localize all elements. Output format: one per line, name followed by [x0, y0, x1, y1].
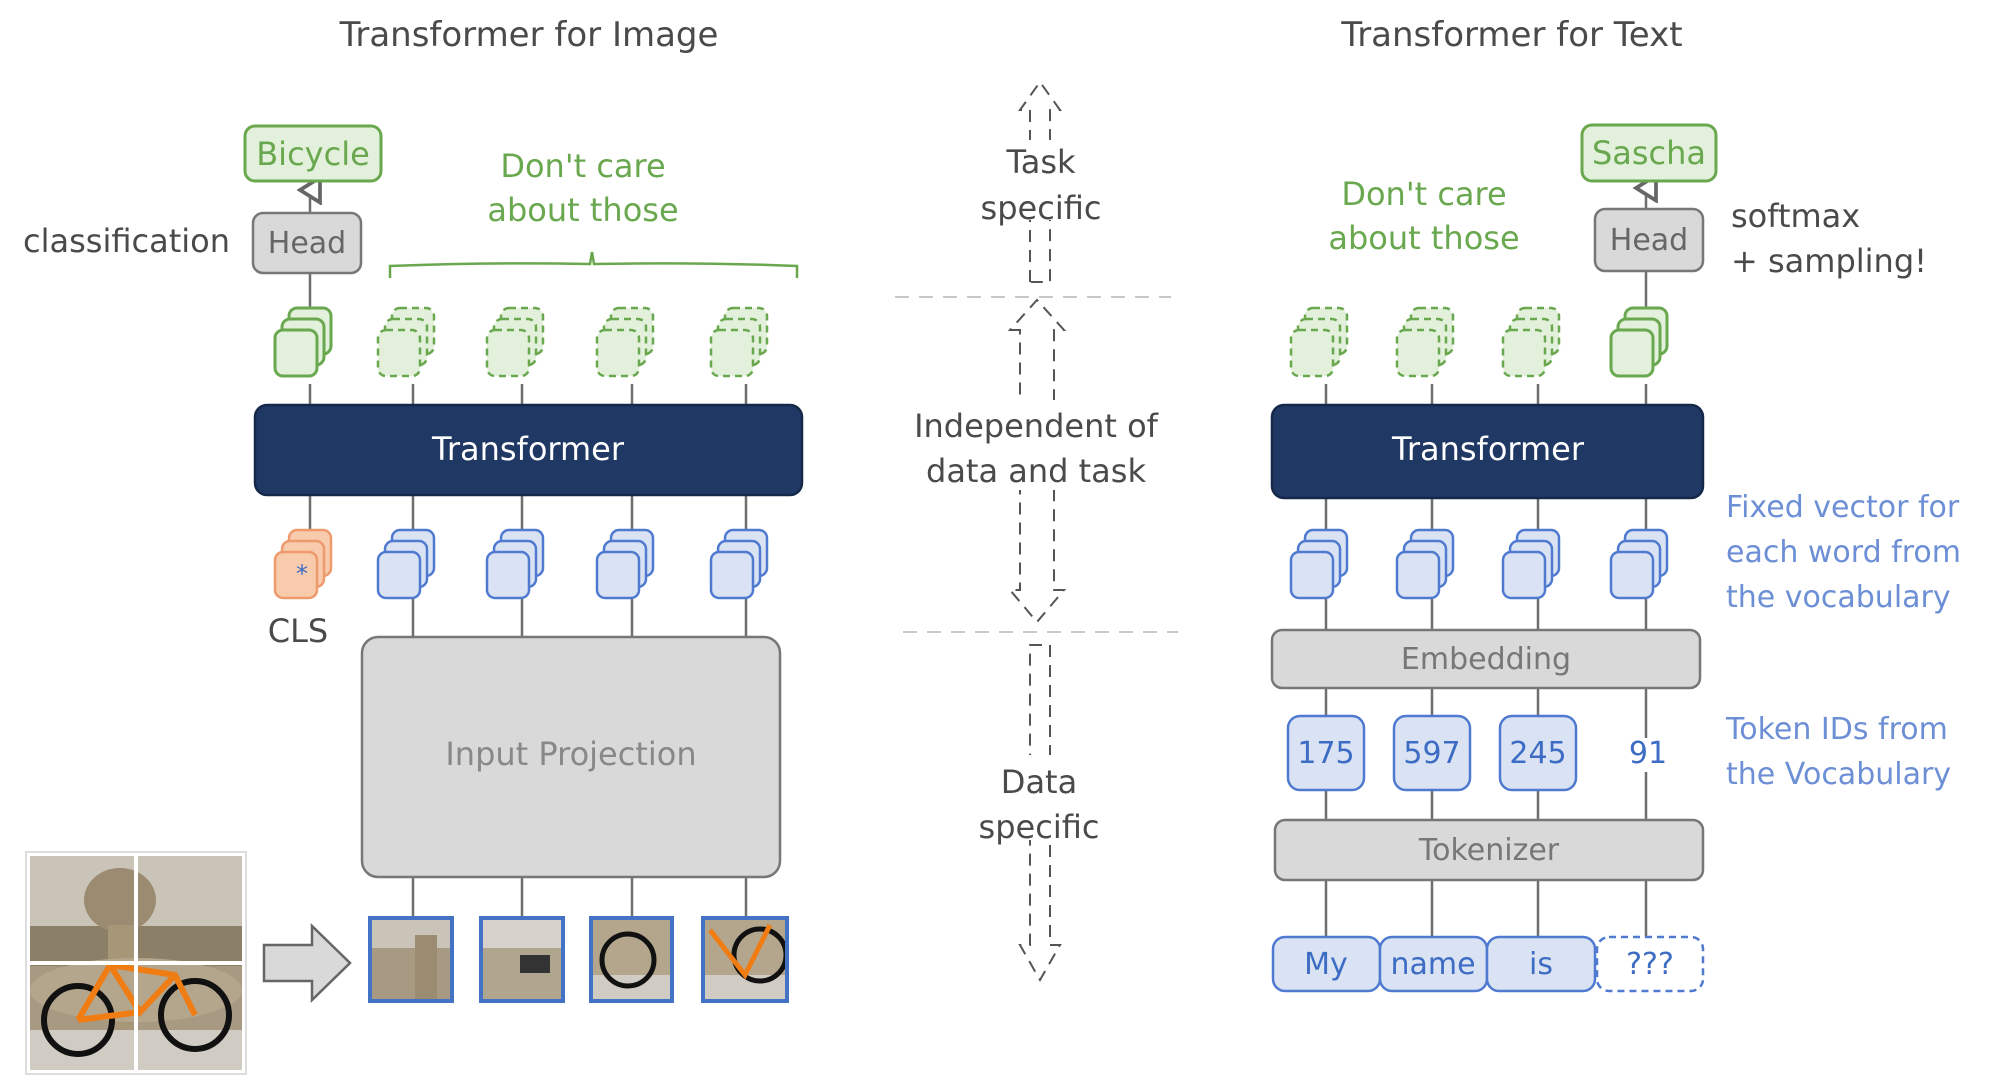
image-patch — [368, 916, 454, 1003]
next-token-output-feature-stack — [1609, 306, 1669, 378]
text-head-box: Head — [1593, 207, 1705, 273]
cls-output-feature-stack — [273, 306, 333, 378]
image-head-label: Head — [268, 226, 346, 261]
patch-output-feature-stack — [485, 306, 545, 378]
softmax-note-line2: + sampling! — [1731, 242, 1927, 280]
bicycle-output-label: Bicycle — [256, 135, 370, 173]
token-id-unboxed: 91 — [1629, 736, 1667, 771]
fixed-vector-note-line3: the vocabulary — [1726, 580, 1951, 615]
unknown-word-box: ??? — [1595, 935, 1705, 993]
image-transformer-label: Transformer — [431, 430, 625, 468]
text-output-features — [1289, 306, 1669, 378]
unknown-word-label: ??? — [1626, 947, 1674, 982]
independent-line1: Independent of — [914, 407, 1159, 445]
token-id-box: 245 — [1498, 714, 1578, 792]
token-id: 245 — [1509, 736, 1566, 771]
text-dont-care-line2: about those — [1328, 219, 1519, 257]
text-input-embeddings — [1289, 528, 1669, 600]
image-panel-title: Transformer for Image — [339, 15, 719, 55]
image-dont-care-line2: about those — [487, 191, 678, 229]
bicycle-output-box: Bicycle — [243, 124, 383, 183]
patch-embedding-stack — [376, 528, 436, 600]
text-transformer-label: Transformer — [1391, 430, 1585, 468]
image-patch — [701, 916, 789, 1003]
image-transformer-block: Transformer — [253, 403, 804, 497]
token-id-box: 175 — [1286, 714, 1366, 792]
token-output-feature-stack — [1289, 306, 1349, 378]
token-output-feature-stack — [1395, 306, 1455, 378]
patch-output-feature-stack — [376, 306, 436, 378]
word-embedding-stack — [1609, 528, 1669, 600]
image-head-box: Head — [251, 211, 363, 275]
text-transformer-block: Transformer — [1270, 403, 1705, 500]
independent-arrow-icon — [1007, 298, 1067, 624]
token-id: 597 — [1403, 736, 1460, 771]
word-label: My — [1304, 947, 1348, 982]
classification-note: classification — [23, 222, 230, 260]
token-ids: 175 597 245 91 — [1286, 714, 1667, 792]
image-patch — [479, 916, 565, 1003]
softmax-note-line1: softmax — [1731, 197, 1860, 235]
cls-asterisk: * — [296, 560, 308, 588]
token-ids-note-line2: the Vocabulary — [1726, 757, 1951, 792]
token-output-feature-stack — [1501, 306, 1561, 378]
split-arrow-icon — [262, 923, 352, 1003]
fixed-vector-note-line2: each word from — [1726, 535, 1961, 570]
text-head-label: Head — [1610, 223, 1688, 258]
word-embedding-stack — [1289, 528, 1349, 600]
curly-brace — [388, 251, 799, 278]
task-specific-line1: Task — [1005, 143, 1076, 181]
image-dont-care-line1: Don't care — [500, 147, 665, 185]
input-photo — [25, 851, 247, 1075]
data-specific-arrow-icon — [1018, 644, 1062, 983]
input-projection-label: Input Projection — [445, 735, 696, 773]
patch-output-feature-stack — [595, 306, 655, 378]
image-input-embeddings: * — [273, 528, 769, 600]
tokenizer-block: Tokenizer — [1273, 818, 1705, 882]
input-projection-block: Input Projection — [360, 635, 782, 879]
image-output-features — [273, 306, 769, 378]
image-patch — [589, 916, 674, 1003]
task-specific-arrow-icon — [1018, 80, 1062, 283]
stage-legend: Task specific Independent of data and ta… — [895, 80, 1178, 983]
independent-line2: data and task — [926, 452, 1146, 490]
tokenizer-label: Tokenizer — [1418, 833, 1560, 868]
word-box: My — [1271, 935, 1382, 993]
text-dont-care-line1: Don't care — [1341, 175, 1506, 213]
text-transformer-panel: Transformer for Text Sascha Head softmax — [1270, 15, 1961, 993]
word-box: name — [1378, 935, 1489, 993]
fixed-vector-note-line1: Fixed vector for — [1726, 490, 1960, 525]
patch-embedding-stack — [709, 528, 769, 600]
token-ids-note-line1: Token IDs from — [1725, 712, 1948, 747]
data-specific-line1: Data — [1001, 763, 1077, 801]
word-embedding-stack — [1501, 528, 1561, 600]
token-id: 175 — [1297, 736, 1354, 771]
text-panel-title: Transformer for Text — [1340, 15, 1682, 55]
image-transformer-panel: Transformer for Image Bicycle — [23, 15, 804, 1075]
sascha-output-label: Sascha — [1592, 134, 1706, 172]
embedding-label: Embedding — [1401, 642, 1571, 677]
input-words: My name is ??? — [1271, 935, 1705, 993]
sascha-output-box: Sascha — [1580, 123, 1718, 183]
image-patches — [368, 916, 789, 1003]
word-label: name — [1390, 947, 1475, 982]
word-label: is — [1529, 947, 1553, 982]
patch-embedding-stack — [485, 528, 545, 600]
task-specific-line2: specific — [981, 189, 1102, 227]
word-box: is — [1485, 935, 1597, 993]
patch-output-feature-stack — [709, 306, 769, 378]
data-specific-line2: specific — [979, 808, 1100, 846]
word-embedding-stack — [1395, 528, 1455, 600]
embedding-block: Embedding — [1270, 628, 1702, 690]
patch-embedding-stack — [595, 528, 655, 600]
cls-label: CLS — [268, 612, 328, 650]
token-id-box: 597 — [1392, 714, 1472, 792]
